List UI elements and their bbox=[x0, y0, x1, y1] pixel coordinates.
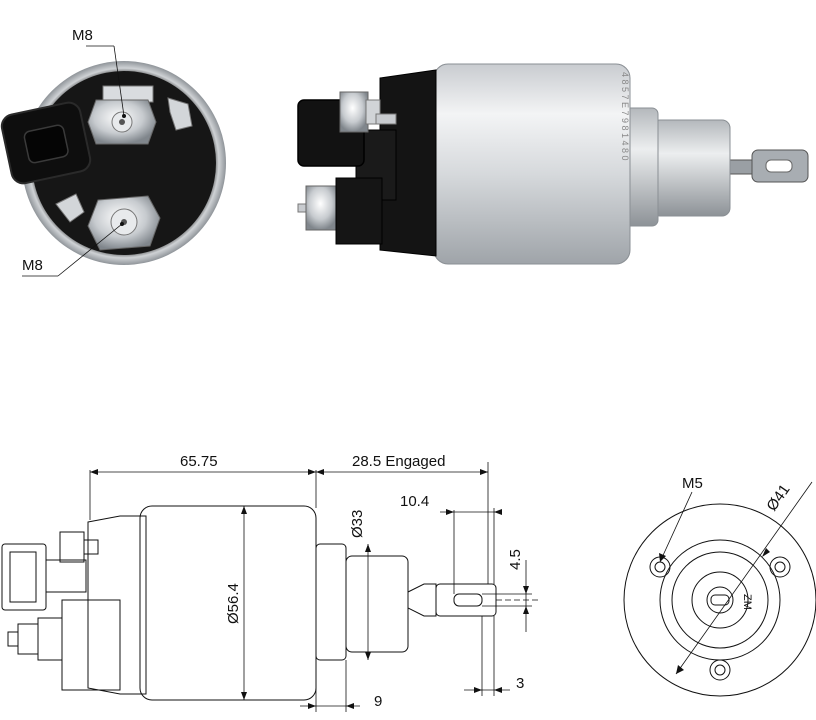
leader-m8-bottom-arrow bbox=[57, 223, 123, 277]
photo-end-view: M8 M8 bbox=[0, 27, 226, 277]
leader-m8-top-arrow bbox=[113, 45, 125, 117]
dwg-connector bbox=[1, 543, 47, 611]
dwg-nose-inner bbox=[691, 571, 749, 629]
dwg-cap-lower bbox=[61, 599, 121, 691]
dim-nose-diameter: Ø33 bbox=[349, 510, 366, 538]
nose-tube bbox=[651, 119, 731, 217]
dim-plunger-extension: 10.4 bbox=[400, 493, 429, 510]
label-m8-bottom: M8 bbox=[22, 257, 43, 274]
label-thread: M5 bbox=[682, 475, 703, 492]
leader-m5 bbox=[659, 491, 693, 563]
dwg-cap bbox=[87, 515, 147, 695]
label-bolt-circle: Ø41 bbox=[763, 481, 793, 514]
photo-side-view: 4 8 5 7 E 7 9 8 1 4 8 0 bbox=[297, 63, 809, 265]
dwg-plunger-neck bbox=[407, 583, 437, 617]
dwg-hole-left-inner bbox=[654, 561, 666, 573]
dwg-eye-slot bbox=[453, 593, 483, 607]
dwg-stud-lower-nut bbox=[37, 617, 63, 661]
dwg-stud-upper-washer bbox=[83, 539, 99, 555]
dwg-hole-right-inner bbox=[774, 561, 786, 573]
dim-engaged-stroke: 28.5 Engaged bbox=[352, 453, 445, 470]
can-marking: 4 8 5 7 E 7 9 8 1 4 8 0 bbox=[620, 72, 630, 161]
dwg-hole-bottom bbox=[709, 659, 731, 681]
dwg-hole-bottom-inner bbox=[714, 664, 726, 676]
solenoid-can bbox=[433, 63, 631, 265]
dwg-plunger bbox=[706, 586, 734, 614]
dwg-flange-outer bbox=[623, 503, 816, 697]
dim-overall-length: 65.75 bbox=[180, 453, 218, 470]
label-marking: ZM bbox=[741, 594, 753, 610]
dwg-hole-right bbox=[769, 556, 791, 578]
dwg-stud-upper bbox=[59, 531, 85, 563]
dwg-connector-neck bbox=[45, 559, 87, 593]
connector-socket bbox=[0, 101, 92, 185]
dwg-nose-tube bbox=[345, 555, 409, 653]
drawing-end-view: M5 Ø41 ZM bbox=[623, 475, 816, 697]
plunger-eye bbox=[721, 149, 809, 183]
stud-lower bbox=[297, 177, 383, 245]
dwg-stud-lower bbox=[17, 623, 39, 655]
dwg-nose-outer bbox=[671, 551, 769, 649]
dim-eye-thickness: 3 bbox=[516, 675, 524, 692]
terminal-stud-upper bbox=[87, 85, 193, 145]
dwg-nose-collar bbox=[315, 543, 347, 661]
dwg-connector-inner bbox=[9, 551, 37, 603]
dwg-plunger-slot bbox=[710, 594, 730, 606]
dwg-bolt-circle bbox=[659, 539, 781, 661]
dim-slot-width: 4.5 bbox=[507, 549, 524, 570]
label-m8-top: M8 bbox=[72, 27, 93, 44]
dwg-eye bbox=[435, 583, 497, 617]
dwg-stud-lower-tip bbox=[7, 631, 19, 647]
drawing-side-view: 65.75 28.5 Engaged 10.4 4.5 Ø56.4 Ø33 9 bbox=[1, 453, 540, 712]
dim-body-diameter: Ø56.4 bbox=[225, 583, 242, 624]
dim-nose-length: 9 bbox=[374, 693, 382, 710]
leader-bolt-circle bbox=[675, 481, 813, 675]
stud-upper bbox=[339, 91, 397, 133]
